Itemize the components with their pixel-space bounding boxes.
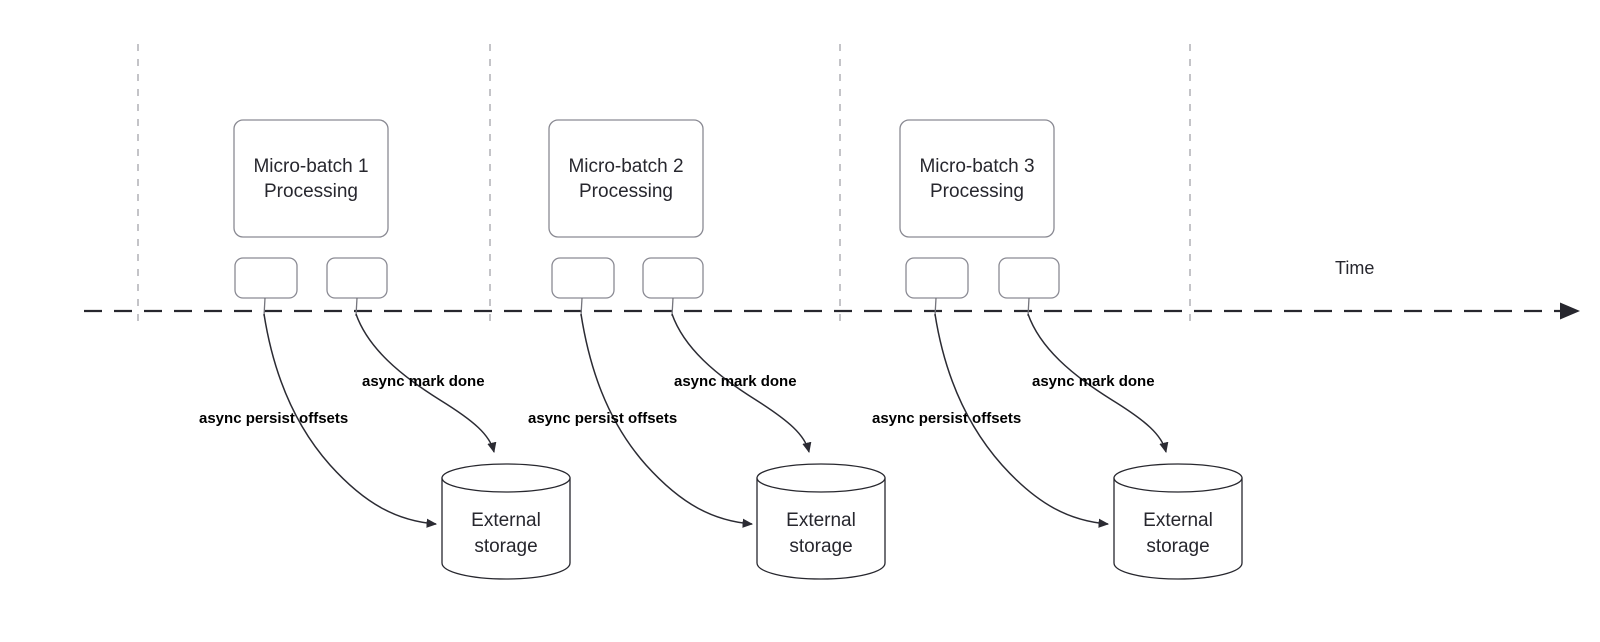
micro-batch-box-2-line1: Micro-batch 2 [568, 156, 683, 177]
mark-done-stem-3b [1027, 297, 1030, 317]
mark-done-label-1: async mark done [362, 373, 485, 390]
external-storage-body-3 [1113, 477, 1243, 580]
persist-offsets-edge-2 [580, 313, 754, 528]
mark-done-edge-1 [355, 313, 497, 454]
micro-batch-group-2: Micro-batch 2 Processing async persist o… [528, 119, 886, 580]
external-storage-cylinder-3[interactable]: External storage [1113, 463, 1243, 580]
external-storage-body-1 [441, 477, 571, 580]
external-storage-label-1-line2: storage [474, 536, 537, 557]
offset-commit-stem-2a [580, 297, 583, 317]
time-axis-label: Time [1335, 258, 1374, 278]
mark-done-box-1b[interactable] [326, 257, 388, 299]
micro-batch-box-1-line1: Micro-batch 1 [253, 156, 368, 177]
offset-commit-box-3a[interactable] [905, 257, 969, 299]
external-storage-body-2 [756, 477, 886, 580]
offset-commit-stem-1a [263, 297, 266, 317]
external-storage-top-1 [441, 463, 571, 493]
micro-batch-box-2-line2: Processing [579, 181, 673, 202]
offset-commit-stem-3a [934, 297, 937, 317]
mark-done-box-3b[interactable] [998, 257, 1060, 299]
external-storage-label-3-line1: External [1143, 510, 1213, 531]
batch-boundary-ticks [137, 44, 1191, 322]
persist-offsets-edge-1 [263, 313, 438, 528]
persist-offsets-label-3: async persist offsets [872, 410, 1021, 427]
mark-done-box-2b[interactable] [642, 257, 704, 299]
micro-batch-box-3-line1: Micro-batch 3 [919, 156, 1034, 177]
mark-done-label-3: async mark done [1032, 373, 1155, 390]
mark-done-stem-1b [355, 297, 358, 317]
offset-commit-box-2a[interactable] [551, 257, 615, 299]
external-storage-cylinder-2[interactable]: External storage [756, 463, 886, 580]
persist-offsets-label-1: async persist offsets [199, 410, 348, 427]
external-storage-label-2-line2: storage [789, 536, 852, 557]
mark-done-edge-2 [671, 313, 812, 454]
mark-done-stem-2b [671, 297, 674, 317]
external-storage-cylinder-1[interactable]: External storage [441, 463, 571, 580]
mark-done-label-2: async mark done [674, 373, 797, 390]
micro-batch-box-3[interactable] [899, 119, 1055, 238]
persist-offsets-label-2: async persist offsets [528, 410, 677, 427]
micro-batch-box-1-line2: Processing [264, 181, 358, 202]
external-storage-label-2-line1: External [786, 510, 856, 531]
time-axis-arrowhead [1560, 302, 1580, 320]
external-storage-label-3-line2: storage [1146, 536, 1209, 557]
micro-batch-box-1[interactable] [233, 119, 389, 238]
mark-done-edge-3 [1027, 313, 1169, 454]
micro-batch-box-2[interactable] [548, 119, 704, 238]
micro-batch-group-3: Micro-batch 3 Processing async persist o… [872, 119, 1243, 580]
micro-batch-group-1: Micro-batch 1 Processing async persist o… [199, 119, 571, 580]
external-storage-label-1-line1: External [471, 510, 541, 531]
external-storage-top-3 [1113, 463, 1243, 493]
micro-batch-box-3-line2: Processing [930, 181, 1024, 202]
persist-offsets-edge-3 [934, 313, 1110, 528]
offset-commit-box-1a[interactable] [234, 257, 298, 299]
time-axis: Time [84, 258, 1580, 320]
external-storage-top-2 [756, 463, 886, 493]
